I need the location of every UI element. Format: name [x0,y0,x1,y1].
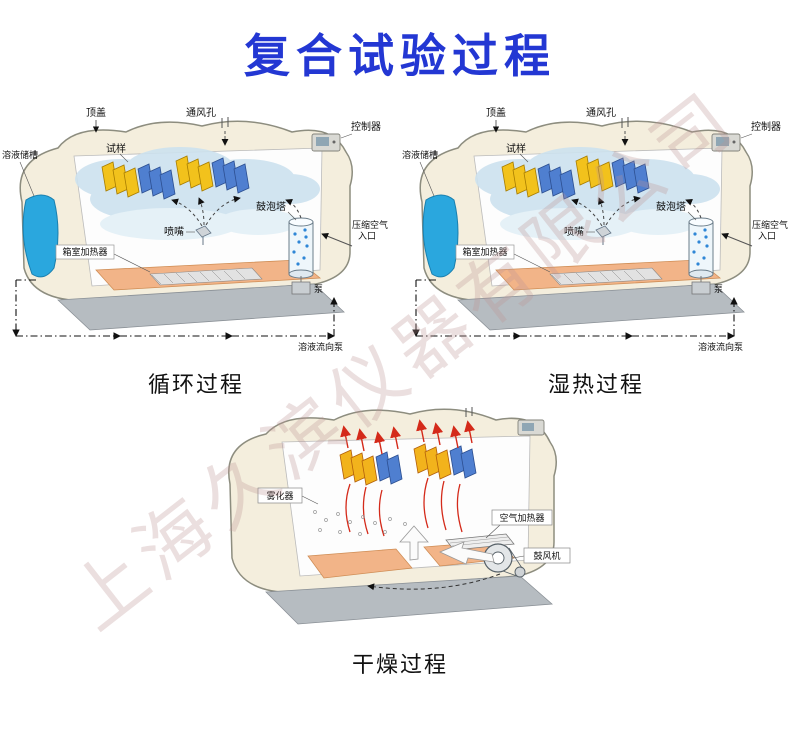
controller-display [517,419,545,436]
airflow-dashed [367,573,501,591]
label-chamber-heater: 箱室加热器 [455,244,515,260]
label-sample: 试样 [506,142,526,155]
leader-lines [419,120,753,273]
floor-left [307,548,413,579]
controller [711,133,741,152]
flow-path [12,279,338,340]
pump [691,276,711,295]
pump [291,276,311,295]
label-bubble-tower: 鼓泡塔 [656,200,686,213]
floor-grate [549,267,663,286]
nozzle [595,225,612,245]
label-chamber-heater: 箱室加热器 [55,244,115,260]
label-top-cover: 顶盖 [486,106,506,119]
label-nozzle: 喷嘴 [564,226,584,238]
sample-plates-cluster-2 [175,155,250,194]
svg-text:箱室加热器: 箱室加热器 [62,246,107,257]
solution-tank [422,194,459,278]
sample-plates-cluster-1 [101,161,176,200]
label-compressed-air-2: 入口 [358,231,376,241]
label-solution-flow: 溶液流向泵 [698,341,743,352]
label-pump: 泵 [714,284,723,294]
leader-lines [19,120,353,273]
heat-arrows [340,419,476,455]
label-vent: 通风孔 [186,107,216,119]
sample-plates-cluster-1 [339,449,403,486]
chamber-base [57,283,345,331]
label-controller: 控制器 [351,120,381,133]
caption-damp-heat: 湿热过程 [547,372,644,397]
floor-grate-lines [151,269,246,285]
label-air-heater: 空气加热器 [491,509,553,526]
drying-chamber: 雾化器 空气加热器 鼓风机 [228,407,571,625]
airflow-arrows [399,525,495,565]
spray-arrows [171,195,241,227]
vent-holes [621,117,629,146]
blower-fan [483,543,526,578]
diagram-drying: 雾化器 空气加热器 鼓风机 干燥过程 [200,392,600,679]
solution-tank [22,194,59,278]
label-blower: 鼓风机 [523,547,571,564]
sample-plates-cluster-1 [501,161,576,200]
label-nozzle: 喷嘴 [164,226,184,238]
chamber-base [457,283,745,331]
label-solution-tank: 溶液储槽 [2,149,38,160]
label-atomizer: 雾化器 [257,487,303,504]
label-solution-flow: 溶液流向泵 [298,341,343,352]
heat-flow-lines [345,477,463,537]
floor-grate [149,267,263,286]
bubble-tower [285,199,314,279]
label-vent: 通风孔 [586,107,616,119]
label-compressed-air-1: 压缩空气 [352,219,388,230]
svg-text:雾化器: 雾化器 [266,490,293,501]
label-controller: 控制器 [751,120,781,133]
floor-grate-lines [551,269,646,285]
leader-lines [301,495,525,559]
label-sample: 试样 [106,142,126,155]
svg-text:鼓风机: 鼓风机 [533,550,560,561]
label-compressed-air-2: 入口 [758,231,776,241]
nozzle [195,225,212,245]
label-compressed-air-1: 压缩空气 [752,219,788,230]
sample-plates-cluster-2 [413,443,477,480]
label-solution-tank: 溶液储槽 [402,149,438,160]
diagram-circulation: 顶盖 通风孔 控制器 溶液储槽 试样 喷嘴 箱室加热器 鼓泡塔 压缩空气 入口 … [0,104,392,399]
damp-heat-chamber: 顶盖 通风孔 控制器 溶液储槽 试样 喷嘴 箱室加热器 鼓泡塔 压缩空气 入口 … [400,104,792,367]
caption-circulation: 循环过程 [147,372,244,397]
vent-holes [221,117,229,146]
flow-path [412,279,738,340]
chamber-diagram: 顶盖 通风孔 控制器 溶液储槽 试样 喷嘴 箱室加热器 鼓泡塔 压缩空气 入口 … [402,106,788,352]
diagram-damp-heat: 顶盖 通风孔 控制器 溶液储槽 试样 喷嘴 箱室加热器 鼓泡塔 压缩空气 入口 … [400,104,792,399]
caption-drying: 干燥过程 [351,652,448,677]
svg-text:空气加热器: 空气加热器 [499,512,544,523]
mist-dots [313,510,407,536]
sample-plates-cluster-2 [575,155,650,194]
circulation-chamber: 顶盖 通风孔 控制器 溶液储槽 试样 喷嘴 箱室加热器 鼓泡塔 压缩空气 入口 … [0,104,392,367]
label-bubble-tower: 鼓泡塔 [256,200,286,213]
page-title: 复合试验过程 [244,30,556,82]
spray-arrows [571,195,641,227]
chamber-diagram: 顶盖 通风孔 控制器 溶液储槽 试样 喷嘴 箱室加热器 鼓泡塔 压缩空气 入口 … [2,106,388,352]
svg-text:箱室加热器: 箱室加热器 [462,246,507,257]
label-pump: 泵 [314,284,323,294]
controller [311,133,341,152]
chamber-base [265,575,553,625]
vent-holes [465,407,473,417]
label-top-cover: 顶盖 [86,106,106,119]
